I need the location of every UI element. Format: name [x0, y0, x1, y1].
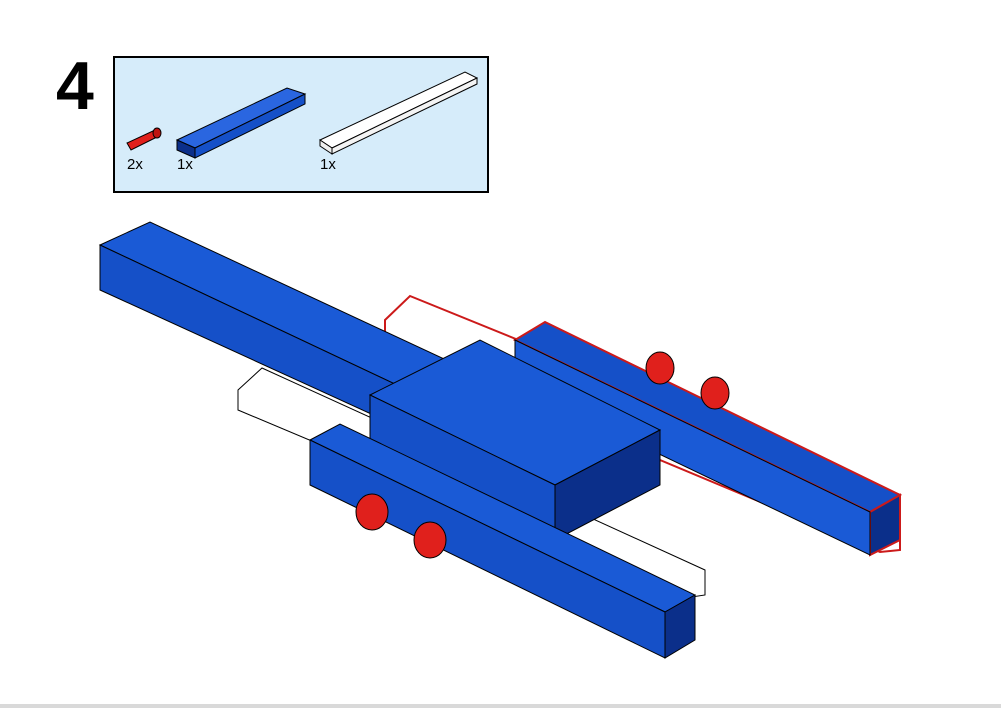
front-blue-brick: [308, 423, 697, 659]
blue-brick-part-icon: [175, 87, 307, 159]
center-plate: [368, 339, 662, 541]
step-number: 4: [56, 48, 94, 124]
parts-callout: 2x 1x 1x: [113, 56, 489, 193]
back-red-pegs: [645, 351, 730, 410]
page-bottom-divider: [0, 704, 1001, 708]
peg-quantity: 2x: [127, 156, 143, 173]
parts-icons: [126, 71, 479, 159]
brick-quantity: 1x: [177, 156, 193, 173]
front-red-pegs: [355, 493, 447, 559]
white-beam-part-icon: [318, 71, 479, 155]
red-peg-part-icon: [126, 127, 162, 151]
beam-quantity: 1x: [320, 156, 336, 173]
